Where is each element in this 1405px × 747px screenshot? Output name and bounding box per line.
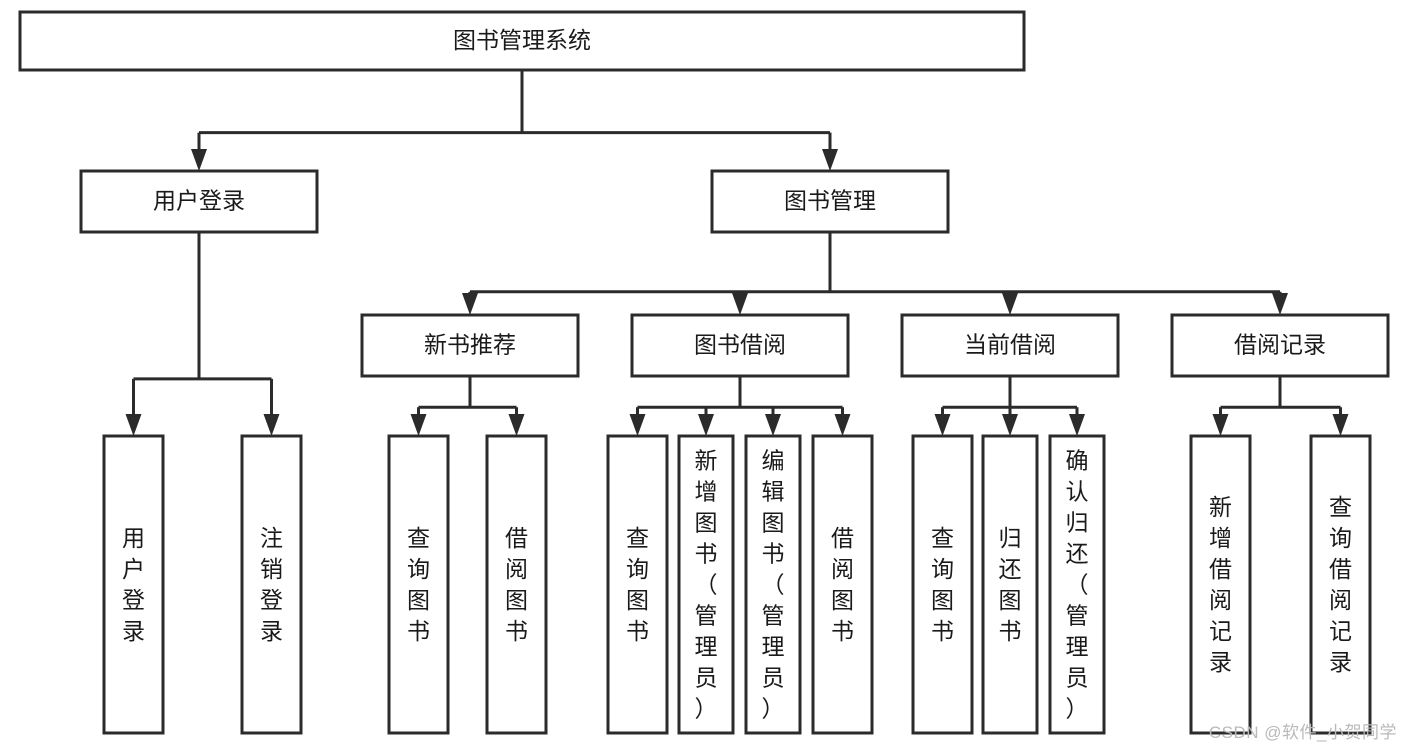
node-label-leaf-query-book-2: 查询图书 <box>626 525 649 644</box>
node-leaf-edit-book[interactable]: 编辑图书（管理员） <box>744 434 802 735</box>
node-label-book-manage: 图书管理 <box>784 188 876 214</box>
node-label-borrow-record: 借阅记录 <box>1234 332 1326 358</box>
arrow-head-icon <box>410 414 427 436</box>
connector-group-book-borrow <box>629 376 851 436</box>
node-box-leaf-confirm-return[interactable] <box>1048 434 1106 735</box>
arrow-head-icon <box>732 293 748 315</box>
node-box-leaf-return-book[interactable] <box>981 434 1039 735</box>
arrow-head-icon <box>834 414 851 436</box>
node-label-root: 图书管理系统 <box>453 27 591 53</box>
node-box-leaf-edit-book[interactable] <box>744 434 802 735</box>
arrow-head-icon <box>1069 414 1085 436</box>
node-label-leaf-confirm-return: 确认归还（管理员） <box>1066 448 1089 722</box>
edges-layer <box>125 70 1349 436</box>
node-root[interactable]: 图书管理系统 <box>18 10 1026 72</box>
node-leaf-query-book-2[interactable]: 查询图书 <box>606 434 669 735</box>
node-box-borrow-record[interactable] <box>1170 313 1390 378</box>
node-user-login[interactable]: 用户登录 <box>79 169 319 234</box>
node-box-leaf-borrow-book-1[interactable] <box>485 434 548 735</box>
node-leaf-return-book[interactable]: 归还图书 <box>981 434 1039 735</box>
node-label-user-login: 用户登录 <box>153 188 245 214</box>
node-leaf-query-record[interactable]: 查询借阅记录 <box>1309 434 1372 735</box>
node-borrow-record[interactable]: 借阅记录 <box>1170 313 1390 378</box>
node-box-new-book-rec[interactable] <box>360 313 580 378</box>
arrow-head-icon <box>1002 414 1018 436</box>
arrow-head-icon <box>934 414 951 436</box>
node-box-leaf-query-record[interactable] <box>1309 434 1372 735</box>
node-box-leaf-query-book-3[interactable] <box>911 434 974 735</box>
node-leaf-confirm-return[interactable]: 确认归还（管理员） <box>1048 434 1106 735</box>
arrow-head-icon <box>629 414 646 436</box>
arrow-head-icon <box>462 293 478 315</box>
node-box-user-login[interactable] <box>79 169 319 234</box>
node-label-book-borrow: 图书借阅 <box>694 332 786 358</box>
node-label-leaf-edit-book: 编辑图书（管理员） <box>762 448 785 722</box>
node-box-leaf-add-book[interactable] <box>677 434 735 735</box>
arrow-head-icon <box>191 149 207 171</box>
node-box-leaf-user-login[interactable] <box>102 434 165 735</box>
node-box-book-manage[interactable] <box>710 169 950 234</box>
connector-group-root <box>191 70 838 171</box>
node-label-leaf-query-book-1: 查询图书 <box>407 525 430 644</box>
node-box-leaf-logout[interactable] <box>240 434 303 735</box>
node-box-leaf-query-book-1[interactable] <box>387 434 450 735</box>
node-box-leaf-query-book-2[interactable] <box>606 434 669 735</box>
node-label-leaf-return-book: 归还图书 <box>999 525 1022 644</box>
node-new-book-rec[interactable]: 新书推荐 <box>360 313 580 378</box>
arrow-head-icon <box>263 414 280 436</box>
node-label-leaf-logout: 注销登录 <box>260 525 283 644</box>
arrow-head-icon <box>1332 414 1349 436</box>
nodes-layer: 图书管理系统用户登录图书管理新书推荐图书借阅当前借阅借阅记录用户登录注销登录查询… <box>18 10 1390 735</box>
node-label-leaf-user-login: 用户登录 <box>122 525 145 644</box>
arrow-head-icon <box>125 414 142 436</box>
node-book-manage[interactable]: 图书管理 <box>710 169 950 234</box>
node-leaf-user-login[interactable]: 用户登录 <box>102 434 165 735</box>
node-box-book-borrow[interactable] <box>630 313 850 378</box>
node-leaf-add-record[interactable]: 新增借阅记录 <box>1189 434 1252 735</box>
node-box-current-borrow[interactable] <box>900 313 1120 378</box>
node-label-leaf-query-record: 查询借阅记录 <box>1329 494 1352 675</box>
node-leaf-query-book-3[interactable]: 查询图书 <box>911 434 974 735</box>
arrow-head-icon <box>1272 293 1288 315</box>
node-current-borrow[interactable]: 当前借阅 <box>900 313 1120 378</box>
arrow-head-icon <box>765 414 781 436</box>
node-label-leaf-add-book: 新增图书（管理员） <box>695 448 718 722</box>
connector-group-borrow-record <box>1212 376 1349 436</box>
connector-group-book-manage <box>462 232 1288 315</box>
node-label-new-book-rec: 新书推荐 <box>424 332 516 358</box>
node-box-root[interactable] <box>18 10 1026 72</box>
arrow-head-icon <box>698 414 714 436</box>
arrow-head-icon <box>1212 414 1229 436</box>
node-box-leaf-add-record[interactable] <box>1189 434 1252 735</box>
node-box-leaf-borrow-book-2[interactable] <box>811 434 874 735</box>
arrow-head-icon <box>508 414 525 436</box>
arrow-head-icon <box>1002 293 1018 315</box>
node-label-leaf-query-book-3: 查询图书 <box>931 525 954 644</box>
node-label-current-borrow: 当前借阅 <box>964 332 1056 358</box>
connector-group-new-book-rec <box>410 376 525 436</box>
node-leaf-borrow-book-2[interactable]: 借阅图书 <box>811 434 874 735</box>
node-leaf-query-book-1[interactable]: 查询图书 <box>387 434 450 735</box>
node-leaf-add-book[interactable]: 新增图书（管理员） <box>677 434 735 735</box>
node-leaf-logout[interactable]: 注销登录 <box>240 434 303 735</box>
node-label-leaf-borrow-book-2: 借阅图书 <box>831 525 854 644</box>
node-label-leaf-borrow-book-1: 借阅图书 <box>505 525 528 644</box>
arrow-head-icon <box>822 149 838 171</box>
connector-group-current-borrow <box>934 376 1085 436</box>
node-label-leaf-add-record: 新增借阅记录 <box>1209 494 1232 675</box>
node-leaf-borrow-book-1[interactable]: 借阅图书 <box>485 434 548 735</box>
connector-group-user-login <box>125 232 280 436</box>
node-book-borrow[interactable]: 图书借阅 <box>630 313 850 378</box>
